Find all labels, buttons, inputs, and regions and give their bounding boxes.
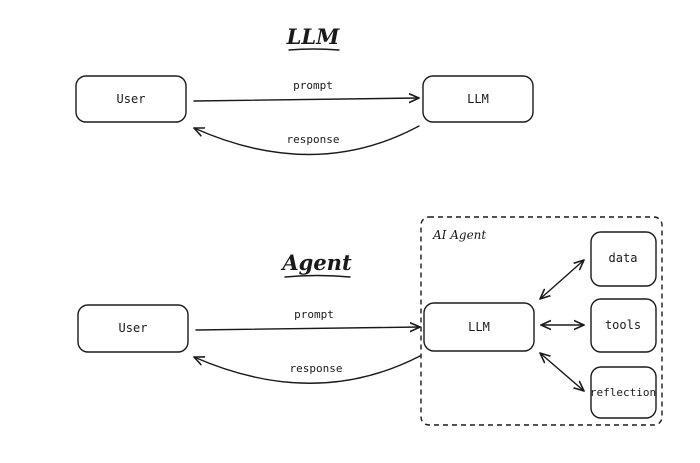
- llm-data-arrow: [540, 260, 584, 299]
- top-user-label: User: [117, 92, 146, 106]
- bottom-user-node: User: [77, 304, 189, 353]
- agent-heading: Agent: [280, 250, 352, 275]
- top-llm-label: LLM: [467, 92, 489, 106]
- tools-label: tools: [605, 318, 641, 332]
- top-response-label: response: [287, 133, 340, 146]
- llm-section: LLM User LLM prompt response: [75, 24, 534, 156]
- agent-heading-underline: [284, 274, 351, 278]
- reflection-node: reflection: [590, 366, 657, 419]
- bottom-llm-node: LLM: [423, 302, 535, 352]
- bottom-user-label: User: [119, 321, 148, 335]
- top-prompt-arrow: [193, 98, 419, 101]
- llm-reflection-arrow: [540, 353, 584, 391]
- data-label: data: [609, 251, 638, 265]
- ai-agent-group-label: AI Agent: [432, 228, 486, 242]
- top-prompt-label: prompt: [293, 79, 333, 92]
- data-node: data: [590, 231, 657, 287]
- llm-heading: LLM: [286, 24, 341, 49]
- llm-heading-underline: [288, 48, 340, 51]
- bottom-response-arrow: [194, 355, 421, 384]
- bottom-llm-label: LLM: [468, 320, 490, 334]
- agent-section: Agent AI Agent User LLM data tools refle…: [77, 216, 663, 426]
- bottom-prompt-label: prompt: [294, 308, 334, 321]
- bottom-response-label: response: [290, 362, 343, 375]
- tools-node: tools: [590, 298, 657, 353]
- top-llm-node: LLM: [422, 75, 534, 123]
- top-user-node: User: [75, 75, 187, 123]
- top-response-arrow: [194, 125, 420, 156]
- ai-agent-group: [420, 216, 663, 426]
- bottom-prompt-arrow: [195, 327, 420, 330]
- reflection-label: reflection: [590, 386, 656, 399]
